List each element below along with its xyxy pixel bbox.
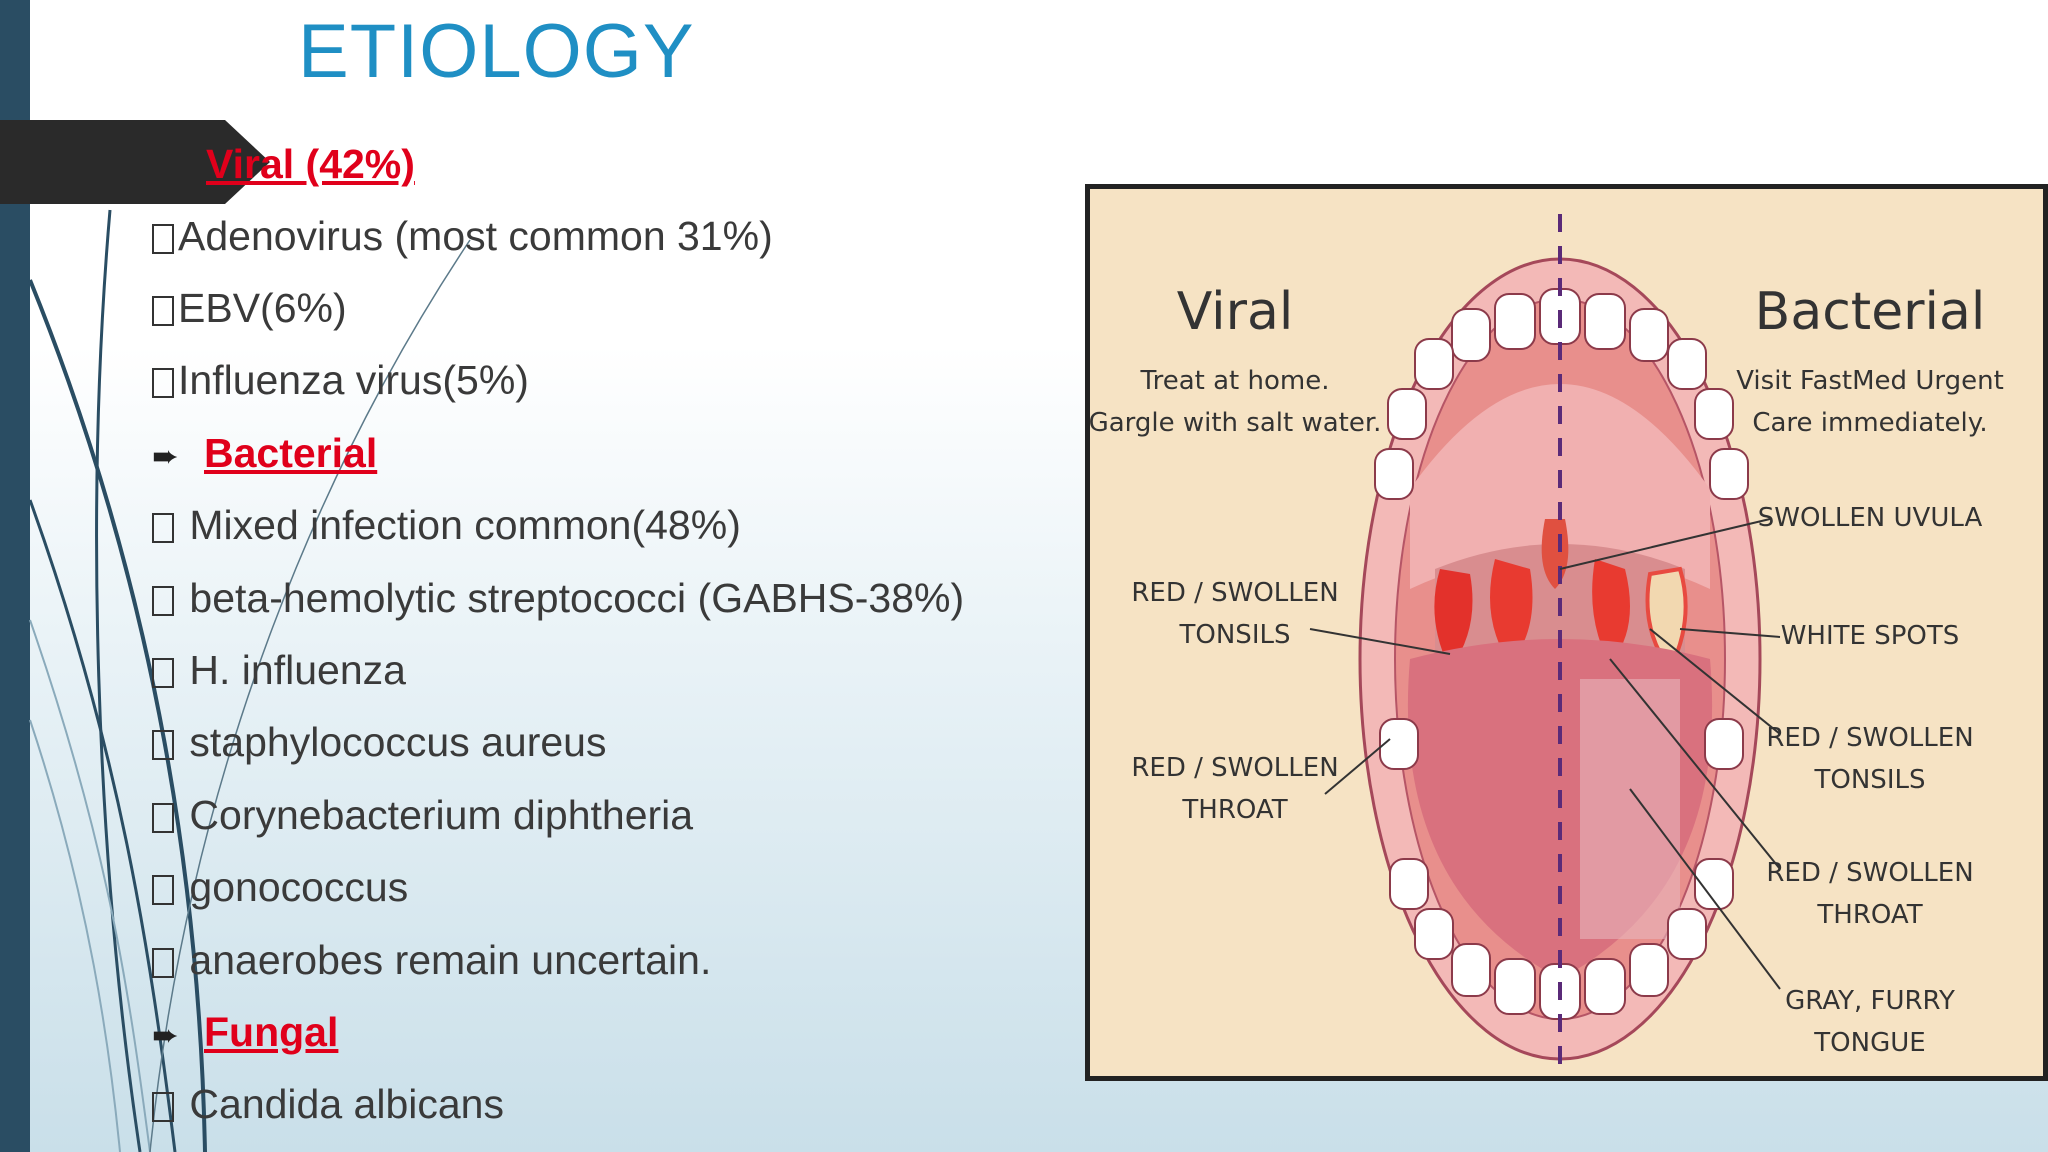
bacterial-line-1: Visit FastMed Urgent [1736,366,2004,396]
list-item: Adenovirus (most common 31%) [152,211,773,261]
lower-teeth [1379,718,1744,1020]
furry-tongue-patch [1580,679,1680,939]
missing-glyph-icon [152,730,174,760]
label-tongue: TONGUE [1813,1028,1925,1058]
viral-heading: Viral [1177,282,1294,342]
section-heading-fungal: ➨ Fungal [152,1007,338,1060]
list-item-text: anaerobes remain uncertain. [189,937,712,983]
list-item: anaerobes remain uncertain. [152,935,711,985]
list-item-text: Mixed infection common(48%) [189,502,741,548]
list-item-text: H. influenza [189,647,406,693]
label-red-swollen-throat-left: RED / SWOLLEN [1131,753,1338,783]
viral-line-1: Treat at home. [1140,366,1330,396]
missing-glyph-icon [152,803,174,833]
missing-glyph-icon [152,586,174,616]
fungal-heading-text: Fungal [204,1009,339,1055]
label-red-swollen-tonsils-left: RED / SWOLLEN [1131,578,1338,608]
list-item: beta-hemolytic streptococci (GABHS-38%) [152,573,964,623]
section-heading-viral: Viral (42%) [206,139,415,189]
label-red-swollen-tonsils-right: RED / SWOLLEN [1766,723,1973,753]
missing-glyph-icon [152,1092,174,1122]
bacterial-line-2: Care immediately. [1752,408,1987,438]
bacterial-heading: Bacterial [1755,282,1986,342]
left-tonsil [1434,569,1473,669]
bacterial-heading-text: Bacterial [204,430,378,476]
upper-teeth [1374,288,1749,500]
list-item-text: gonococcus [189,864,409,910]
list-item-text: EBV(6%) [178,285,347,331]
list-item-text: staphylococcus aureus [189,719,607,765]
list-item: Corynebacterium diphtheria [152,790,693,840]
list-item: EBV(6%) [152,283,347,333]
missing-glyph-icon [152,224,174,254]
left-inner-tonsil [1490,559,1533,664]
label-throat-right: THROAT [1816,900,1922,930]
missing-glyph-icon [152,368,174,398]
label-tonsils-left: TONSILS [1179,620,1291,650]
right-inner-tonsil [1592,559,1630,664]
missing-glyph-icon [152,296,174,326]
missing-glyph-icon [152,948,174,978]
missing-glyph-icon [152,513,174,543]
decorative-curves [28,209,471,1152]
list-item: staphylococcus aureus [152,717,606,767]
list-item: Mixed infection common(48%) [152,500,741,550]
section-heading-bacterial: ➨ Bacterial [152,428,377,481]
viral-line-2: Gargle with salt water. [1090,408,1381,438]
heading-marker-shape [0,120,270,204]
list-item-text: beta-hemolytic streptococci (GABHS-38%) [189,575,965,621]
list-item-text: Influenza virus(5%) [178,357,529,403]
viral-heading-text: Viral (42%) [206,141,415,187]
slide-title: ETIOLOGY [298,9,695,94]
throat-comparison-diagram: Viral Treat at home. Gargle with salt wa… [1085,184,2048,1081]
list-item-text: Corynebacterium diphtheria [189,792,694,838]
list-item: gonococcus [152,862,408,912]
missing-glyph-icon [152,658,174,688]
arrow-bullet-icon: ➨ [152,438,179,474]
label-swollen-uvula: SWOLLEN UVULA [1758,503,1983,533]
arrow-bullet-icon: ➨ [152,1017,179,1053]
list-item: Influenza virus(5%) [152,355,529,405]
list-item-text: Candida albicans [189,1081,504,1127]
label-tonsils-right: TONSILS [1814,765,1926,795]
list-item-text: Adenovirus (most common 31%) [178,213,773,259]
label-white-spots: WHITE SPOTS [1781,621,1960,651]
label-throat-left: THROAT [1181,795,1287,825]
label-red-swollen-throat-right: RED / SWOLLEN [1766,858,1973,888]
missing-glyph-icon [152,875,174,905]
list-item: Candida albicans [152,1079,504,1129]
label-gray-furry-tongue: GRAY, FURRY [1785,986,1955,1016]
list-item: H. influenza [152,645,406,695]
